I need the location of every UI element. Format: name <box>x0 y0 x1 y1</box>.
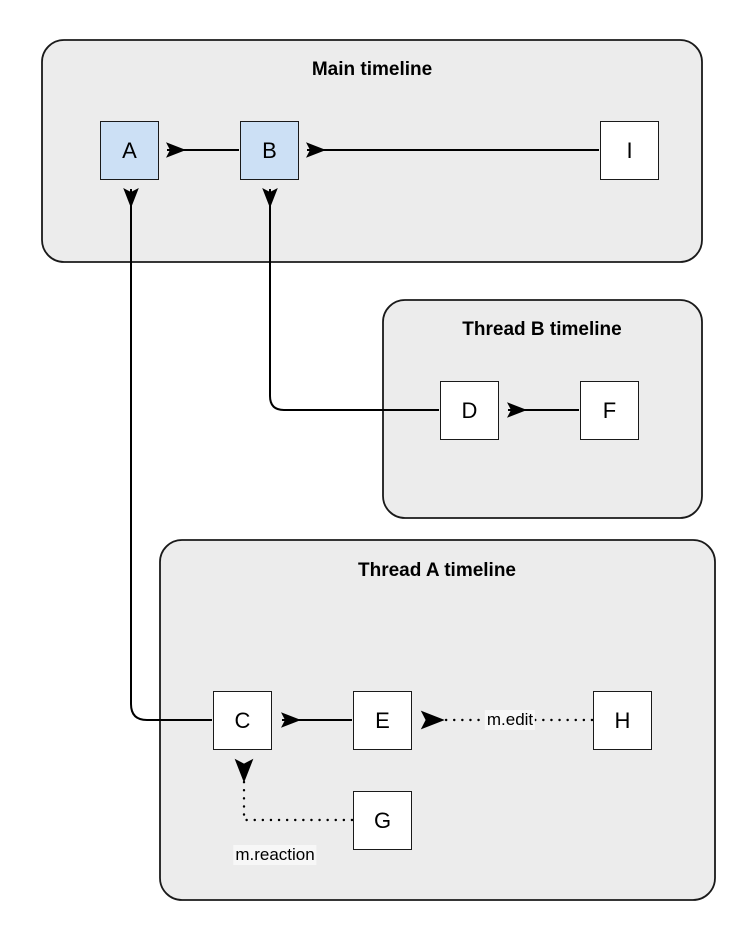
edge-d-to-b <box>262 188 439 411</box>
event-node-d[interactable]: D <box>440 381 499 440</box>
event-node-b[interactable]: B <box>240 121 299 180</box>
event-node-e[interactable]: E <box>353 691 412 750</box>
event-node-a[interactable]: A <box>100 121 159 180</box>
edge-g-to-c <box>234 758 354 822</box>
event-node-c[interactable]: C <box>213 691 272 750</box>
edge-c-to-a <box>123 188 212 721</box>
event-node-g[interactable]: G <box>353 791 412 850</box>
event-node-f[interactable]: F <box>580 381 639 440</box>
event-node-i[interactable]: I <box>600 121 659 180</box>
event-node-h[interactable]: H <box>593 691 652 750</box>
